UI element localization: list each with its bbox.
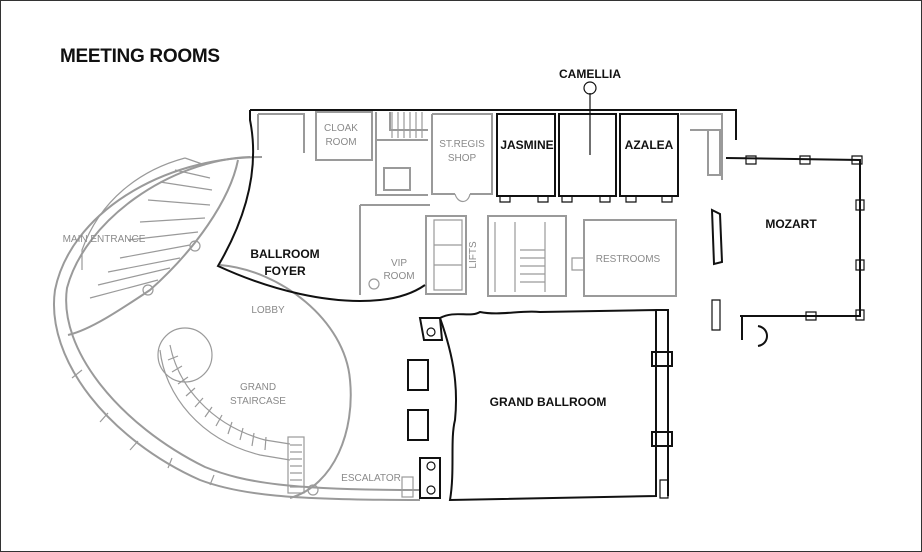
- ballroom-foyer-label-line2[interactable]: FOYER: [264, 264, 306, 278]
- cloak-room-label-line1: CLOAK: [324, 123, 358, 134]
- vip-room-label-line2: ROOM: [383, 271, 414, 282]
- camellia-room: [558, 113, 617, 197]
- vip-room-label-line1: VIP: [391, 258, 407, 269]
- building-outline: [53, 111, 723, 501]
- jasmine-label[interactable]: JASMINE: [500, 138, 553, 152]
- grand-staircase-label-line2: STAIRCASE: [230, 396, 286, 407]
- st-regis-label-line1: ST.REGIS: [439, 139, 485, 150]
- lobby-label: LOBBY: [251, 305, 285, 316]
- map-title: MEETING ROOMS: [60, 46, 220, 67]
- azalea-label[interactable]: AZALEA: [625, 138, 674, 152]
- escalator-label: ESCALATOR: [341, 473, 401, 484]
- cloak-room-label-line2: ROOM: [325, 137, 356, 148]
- restrooms-label: RESTROOMS: [596, 254, 661, 265]
- grand-staircase-label-line1: GRAND: [240, 382, 276, 393]
- mozart-room: [725, 157, 861, 317]
- ballroom-foyer-room: [216, 110, 426, 302]
- mozart-label[interactable]: MOZART: [765, 217, 817, 231]
- grand-ballroom-room: [439, 308, 657, 502]
- meeting-rooms-outline: [216, 81, 865, 502]
- ballroom-foyer-label-line1[interactable]: BALLROOM: [250, 247, 319, 261]
- map-labels: CAMELLIA CLOAK ROOM ST.REGIS SHOP JASMIN…: [63, 67, 818, 484]
- main-entrance-label: MAIN ENTRANCE: [63, 234, 146, 245]
- azalea-room: [619, 113, 679, 197]
- grand-ballroom-label[interactable]: GRAND BALLROOM: [490, 395, 607, 409]
- jasmine-room: [496, 113, 556, 197]
- camellia-label: CAMELLIA: [559, 67, 621, 81]
- lifts-label: LIFTS: [468, 241, 479, 269]
- st-regis-label-line2: SHOP: [448, 153, 477, 164]
